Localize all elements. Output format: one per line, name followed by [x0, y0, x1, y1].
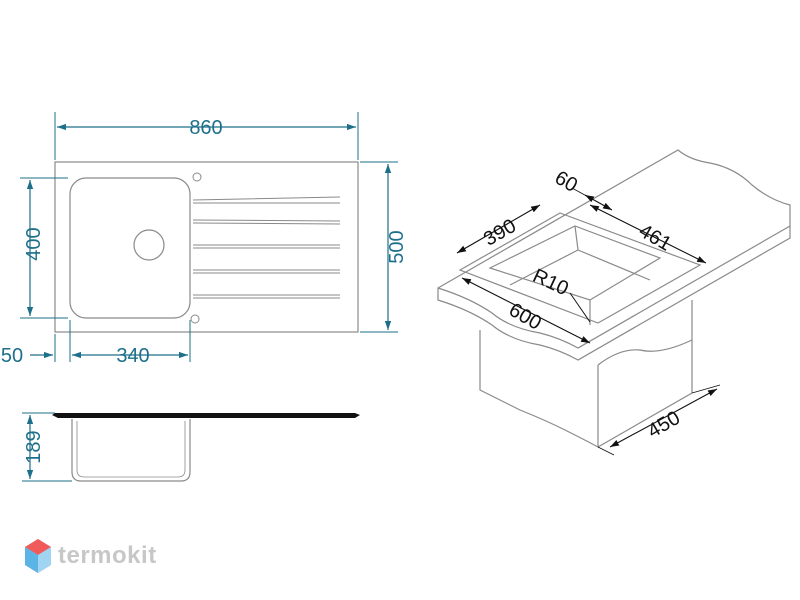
bowl-inner-profile [76, 421, 186, 478]
label-edge-offset: 50 [1, 345, 23, 367]
isometric-view [437, 149, 791, 449]
cabinet-inner [597, 339, 693, 366]
hexagon-logo-icon [25, 539, 51, 573]
countertop-top [437, 149, 791, 361]
label-overall-depth: 500 [386, 230, 408, 263]
dimension-bowl-depth: 400 [20, 177, 68, 319]
tap-hole [192, 172, 202, 182]
cabinet-left [479, 330, 599, 449]
label-cabinet-depth: 450 [644, 407, 684, 443]
drainer-grooves [192, 196, 341, 299]
dimension-bowl-width: 50 340 [1, 320, 191, 367]
top-view: 860 500 400 50 340 [1, 112, 408, 367]
dimension-bowl-height: 189 [22, 412, 72, 482]
dimension-overall-width: 860 [54, 112, 359, 160]
dimension-overall-depth: 500 [360, 161, 408, 333]
label-cabinet-width: 600 [505, 299, 545, 335]
label-overall-width: 860 [189, 117, 222, 139]
bowl-profile [71, 419, 191, 482]
isometric-dimensions: 60 390 461 R10 600 450 [456, 167, 721, 456]
overflow-hole [190, 314, 200, 324]
watermark-text: termokit [58, 542, 157, 569]
label-rim: 60 [551, 167, 581, 197]
bowl-opening [488, 225, 662, 301]
termokit-watermark: termokit [24, 538, 157, 574]
label-bowl-height: 189 [23, 430, 45, 463]
sink-outline [54, 161, 359, 333]
label-bowl-depth: 400 [23, 227, 45, 260]
label-bowl-width: 340 [116, 345, 149, 367]
bowl-outline [69, 177, 191, 319]
label-corner-radius: R10 [529, 265, 572, 300]
sink-top-edge [52, 413, 360, 418]
side-view: 189 [22, 412, 360, 482]
drain-circle [133, 229, 165, 261]
